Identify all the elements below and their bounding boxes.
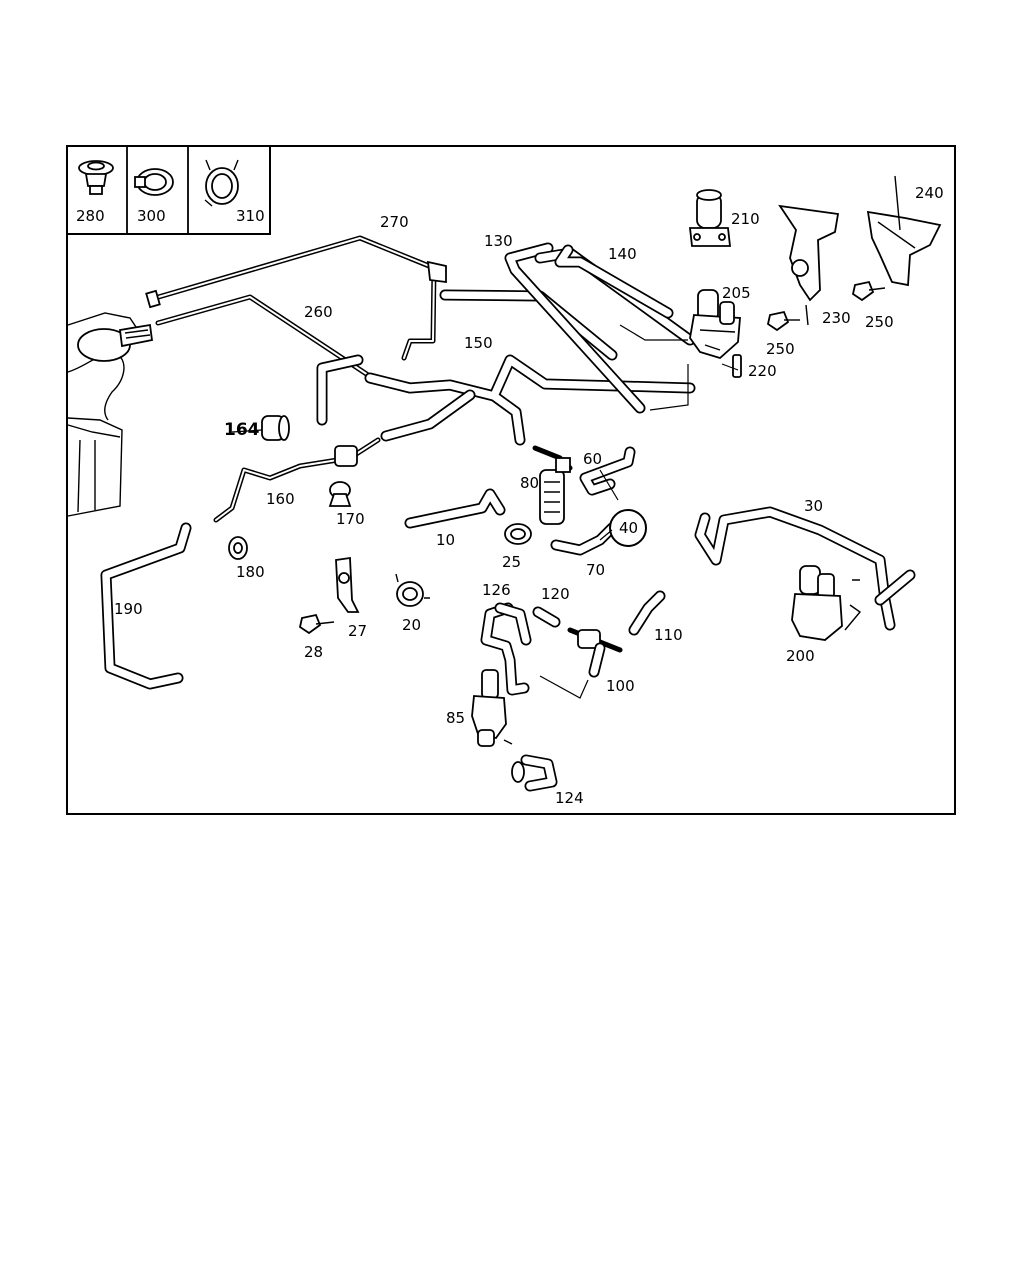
screw-250-left	[766, 310, 800, 332]
hose-190	[100, 522, 192, 690]
legend-number: 280	[76, 207, 105, 225]
legend-box: 280 300 310	[66, 145, 271, 235]
pipe-270	[145, 235, 447, 361]
callout-130: 130	[484, 232, 513, 250]
callout-40: 40	[619, 519, 638, 537]
callout-110: 110	[654, 626, 683, 644]
hose-10	[404, 488, 506, 529]
bracket-230	[778, 204, 840, 326]
callout-190: 190	[114, 600, 143, 618]
bracket-240	[866, 175, 942, 287]
hose-60	[579, 446, 636, 496]
callout-205: 205	[722, 284, 751, 302]
callout-70: 70	[586, 561, 605, 579]
callout-200: 200	[786, 647, 815, 665]
valve-200	[791, 565, 862, 641]
callout-170: 170	[336, 510, 365, 528]
callout-180: 180	[236, 563, 265, 581]
callout-25: 25	[502, 553, 521, 571]
callout-160: 160	[266, 490, 295, 508]
callout-120: 120	[541, 585, 570, 603]
callout-100: 100	[606, 677, 635, 695]
callout-164: 164	[224, 420, 260, 440]
auxiliary-pump-210	[688, 189, 732, 247]
grommet-164	[261, 415, 290, 441]
leader-lines	[231, 363, 739, 433]
hose-150	[364, 289, 696, 446]
callout-10: 10	[436, 531, 455, 549]
bracket-27	[335, 556, 360, 613]
callout-220: 220	[748, 362, 777, 380]
filter-80	[532, 445, 573, 525]
hose-124	[511, 754, 558, 792]
callout-126: 126	[482, 581, 511, 599]
callout-150: 150	[464, 334, 493, 352]
screw-28	[298, 613, 335, 635]
legend-number: 310	[236, 207, 265, 225]
hose-clamp-icon	[134, 168, 174, 196]
callout-250: 250	[766, 340, 795, 358]
callout-85: 85	[446, 709, 465, 727]
callout-260: 260	[304, 303, 333, 321]
hose-30	[694, 506, 916, 631]
clamp-25	[504, 523, 532, 545]
callout-250: 250	[865, 313, 894, 331]
callout-210: 210	[731, 210, 760, 228]
callout-270: 270	[380, 213, 409, 231]
callout-28: 28	[304, 643, 323, 661]
spring-clamp-icon	[204, 159, 239, 207]
callout-124: 124	[555, 789, 584, 807]
callout-60: 60	[583, 450, 602, 468]
push-clip-icon	[78, 160, 114, 195]
callout-27: 27	[348, 622, 367, 640]
tube-120	[532, 606, 561, 628]
hose-126	[480, 602, 532, 696]
screw-250-right	[851, 280, 886, 302]
callout-80: 80	[520, 474, 539, 492]
callout-labels: 270 260 130 140 150 210 205 220 240 230 …	[114, 184, 944, 807]
callout-30: 30	[804, 497, 823, 515]
t-piece-100	[567, 627, 623, 678]
callout-230: 230	[822, 309, 851, 327]
engine-outline	[67, 312, 154, 517]
pipe-260	[155, 294, 371, 426]
hose-160	[213, 437, 381, 523]
hose-140	[554, 244, 674, 319]
valve-205	[689, 289, 742, 378]
hose-110	[628, 590, 666, 636]
plug-170	[328, 481, 352, 507]
hose-70	[550, 522, 618, 556]
callout-20: 20	[402, 616, 421, 634]
grommet-180	[228, 536, 248, 560]
clamp-20	[395, 573, 430, 607]
callout-40-circle	[599, 469, 647, 547]
callout-240: 240	[915, 184, 944, 202]
callout-140: 140	[608, 245, 637, 263]
diagram-frame	[66, 145, 956, 815]
legend-number: 300	[137, 207, 166, 225]
pump-85	[471, 669, 513, 747]
